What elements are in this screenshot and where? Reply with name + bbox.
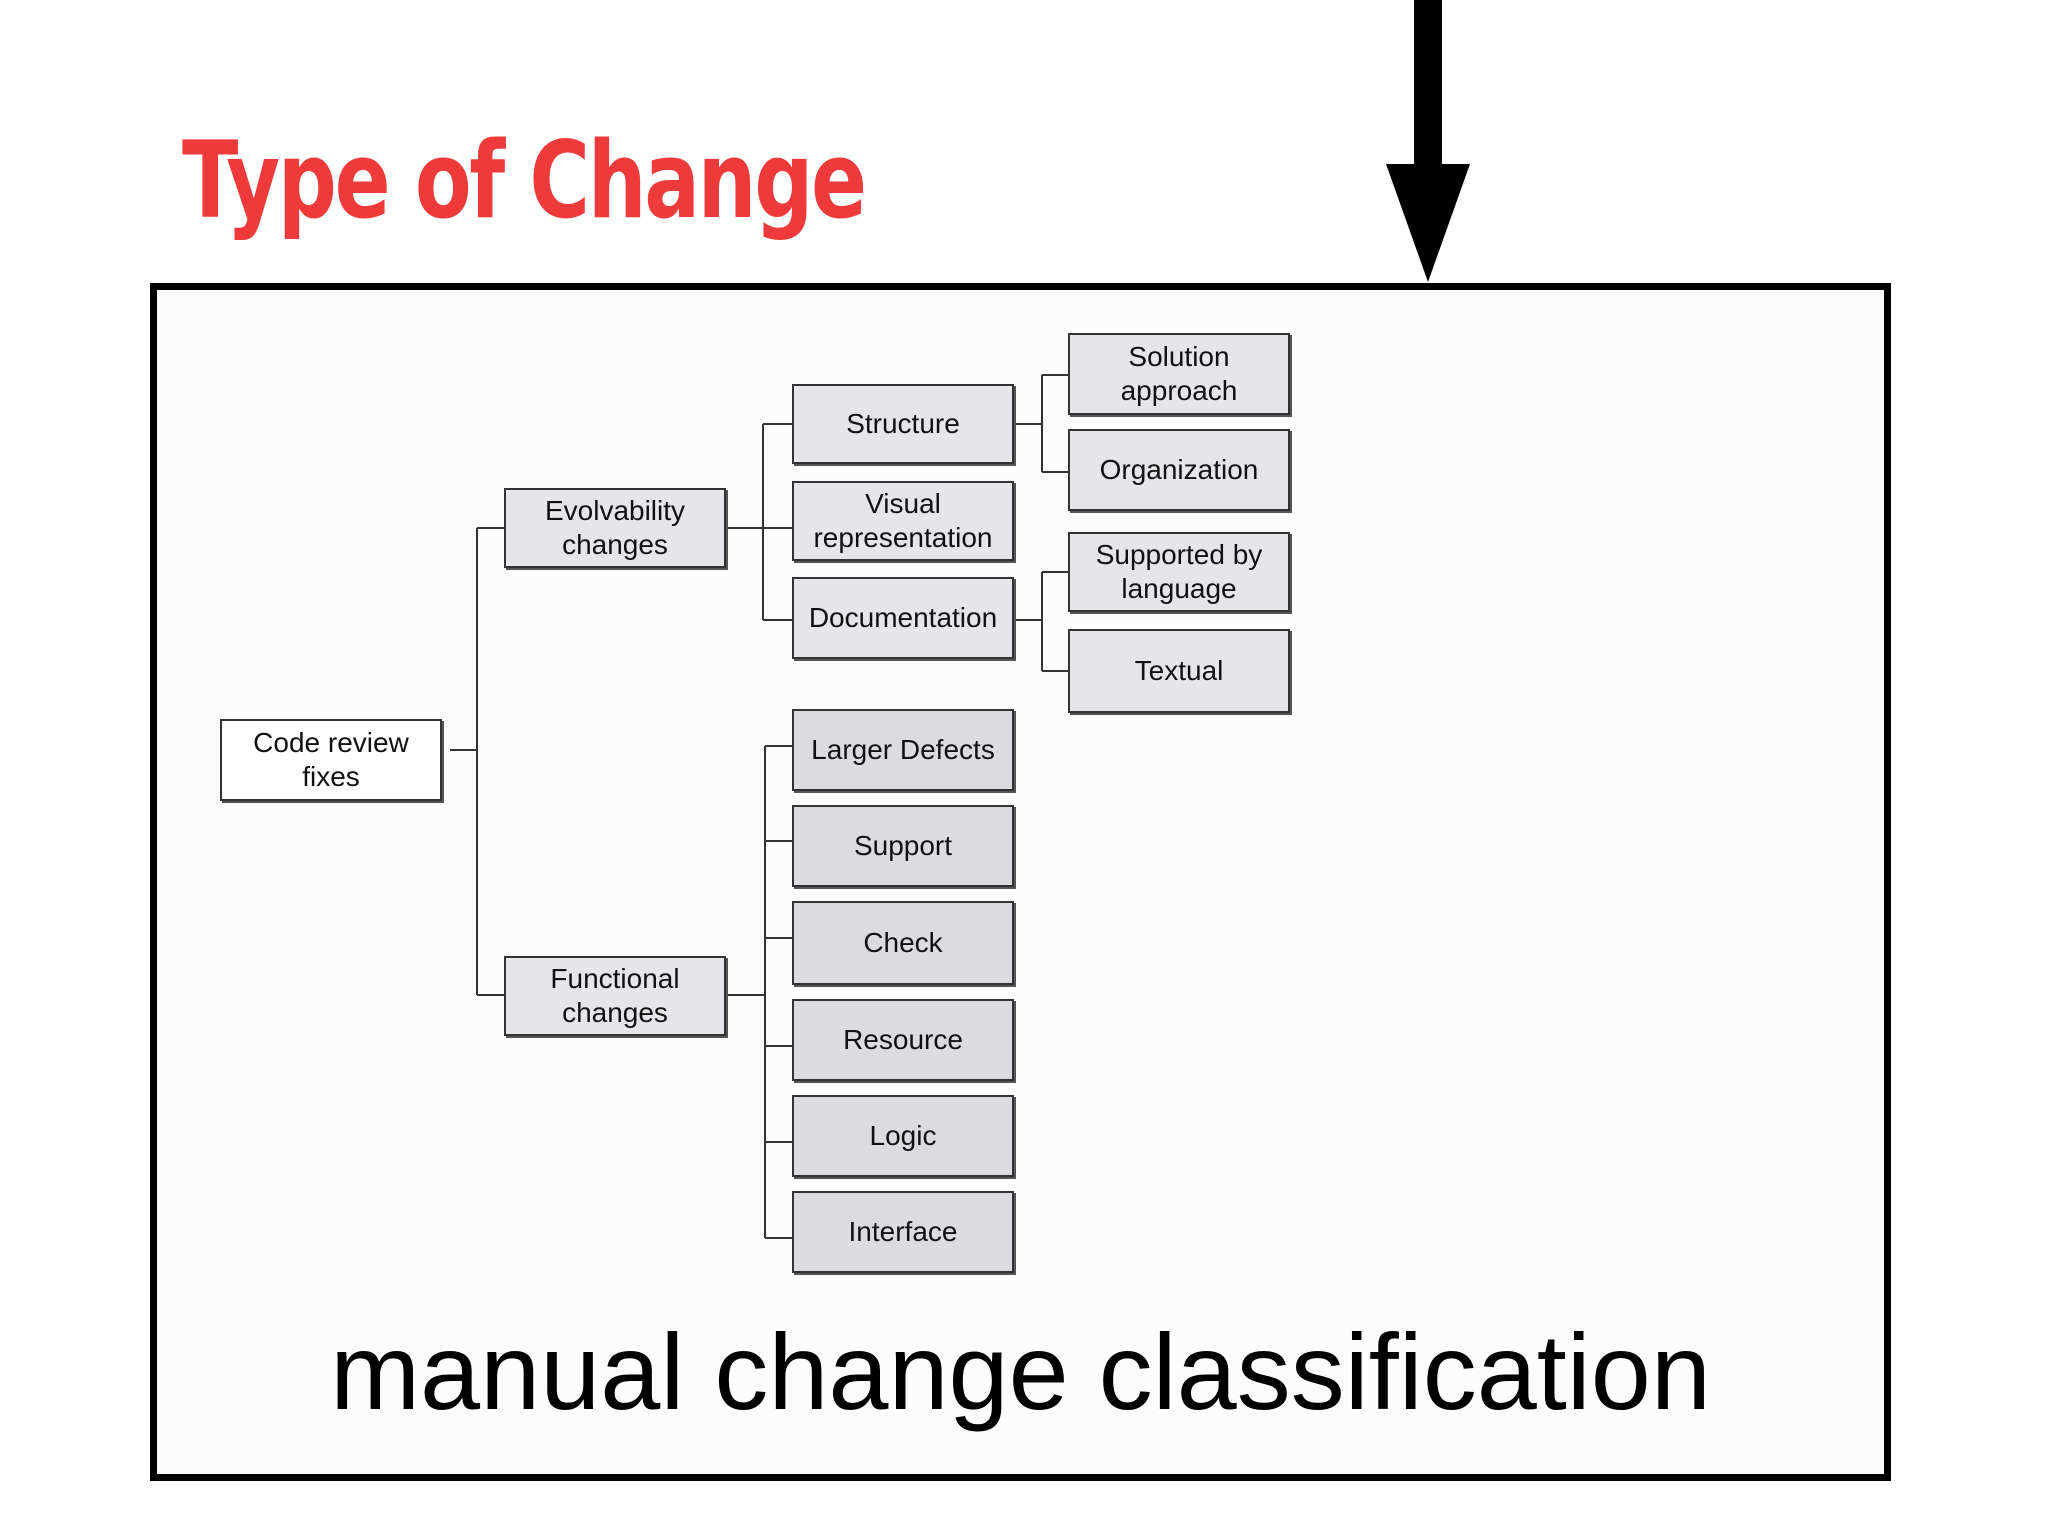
node-interface: Interface — [792, 1191, 1014, 1273]
node-check: Check — [792, 901, 1014, 985]
node-support: Support — [792, 805, 1014, 887]
node-larger-defects: Larger Defects — [792, 709, 1014, 791]
node-supported-by-language: Supported by language — [1068, 532, 1290, 612]
node-resource: Resource — [792, 999, 1014, 1081]
diagram-caption: manual change classification — [330, 1311, 1711, 1432]
page-title: Type of Change — [182, 119, 867, 242]
node-logic: Logic — [792, 1095, 1014, 1177]
node-code-review-fixes: Code review fixes — [220, 719, 442, 801]
diagram-frame: Code review fixes Evolvability changes F… — [150, 283, 1891, 1481]
node-evolvability-changes: Evolvability changes — [504, 488, 726, 568]
node-functional-changes: Functional changes — [504, 956, 726, 1036]
down-arrow-icon — [1386, 0, 1470, 282]
node-structure: Structure — [792, 384, 1014, 464]
node-organization: Organization — [1068, 429, 1290, 511]
node-documentation: Documentation — [792, 577, 1014, 659]
node-solution-approach: Solution approach — [1068, 333, 1290, 415]
node-visual-representation: Visual representation — [792, 481, 1014, 561]
connector-lines — [450, 374, 1069, 1239]
node-textual: Textual — [1068, 629, 1290, 713]
